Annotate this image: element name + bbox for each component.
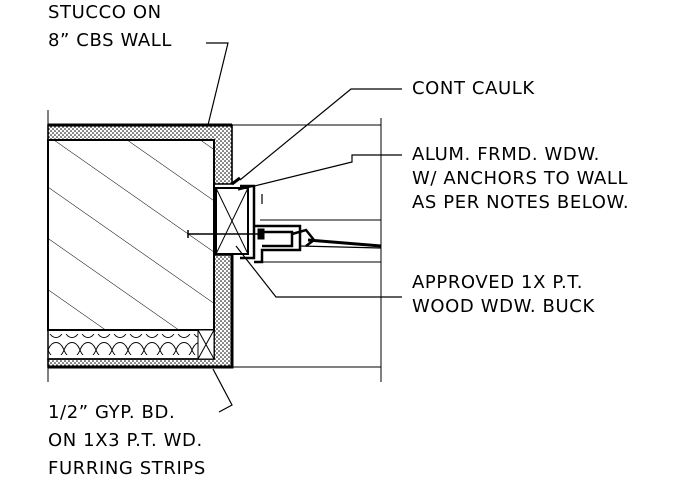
label-stucco-line-2: 8” CBS WALL [48, 30, 173, 51]
leader-buck [235, 245, 402, 298]
label-stucco-line-1: STUCCO ON [48, 2, 162, 23]
anchor-bolt [187, 228, 265, 240]
label-drywall-line-1: 1/2” GYP. BD. [48, 402, 176, 423]
furring-strip-band [47, 329, 215, 360]
leader-lines [206, 42, 402, 413]
label-drywall-line-2: ON 1X3 P.T. WD. [48, 430, 203, 451]
cbs-wall-block [47, 139, 215, 331]
label-caulk: CONT CAULK [412, 78, 535, 99]
aluminum-window-frame [231, 176, 382, 264]
leader-drywall [212, 368, 233, 413]
leader-window [237, 154, 402, 191]
leader-stucco [206, 42, 229, 126]
label-drywall-line-3: FURRING STRIPS [48, 458, 206, 479]
label-buck-line-2: WOOD WDW. BUCK [412, 296, 595, 317]
label-window-line-3: AS PER NOTES BELOW. [412, 192, 630, 213]
label-window-line-2: W/ ANCHORS TO WALL [412, 168, 629, 189]
label-window-line-1: ALUM. FRMD. WDW. [412, 144, 601, 165]
leader-caulk [239, 88, 402, 181]
wood-window-buck [215, 187, 249, 255]
label-buck-line-1: APPROVED 1X P.T. [412, 272, 584, 293]
